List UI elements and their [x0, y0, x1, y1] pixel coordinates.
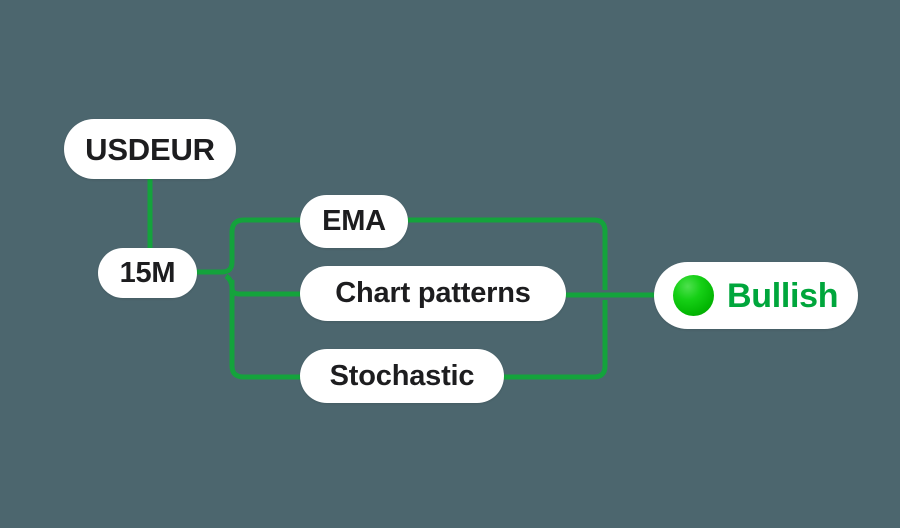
node-stochastic-label: Stochastic — [329, 359, 475, 392]
node-ema-label: EMA — [322, 205, 386, 237]
edge-timeframe-to-ema — [221, 217, 302, 275]
node-timeframe[interactable]: 15M — [98, 248, 197, 298]
edge-timeframe-to-stochastic — [229, 280, 302, 380]
node-signal-bullish[interactable]: Bullish — [654, 262, 858, 329]
node-usdeur[interactable]: USDEUR — [64, 119, 236, 179]
node-usdeur-label: USDEUR — [85, 131, 215, 167]
node-chart-patterns[interactable]: Chart patterns — [300, 266, 566, 321]
node-signal-label: Bullish — [727, 276, 839, 315]
node-stochastic[interactable]: Stochastic — [300, 349, 504, 403]
node-timeframe-label: 15M — [119, 256, 176, 289]
node-chart-patterns-label: Chart patterns — [335, 277, 531, 309]
edge-ema-to-signal — [406, 217, 608, 290]
node-ema[interactable]: EMA — [300, 195, 408, 248]
edge-stochastic-to-signal — [502, 300, 608, 380]
edge-timeframe-to-chart-patterns — [224, 273, 302, 297]
status-dot-icon — [673, 275, 714, 316]
